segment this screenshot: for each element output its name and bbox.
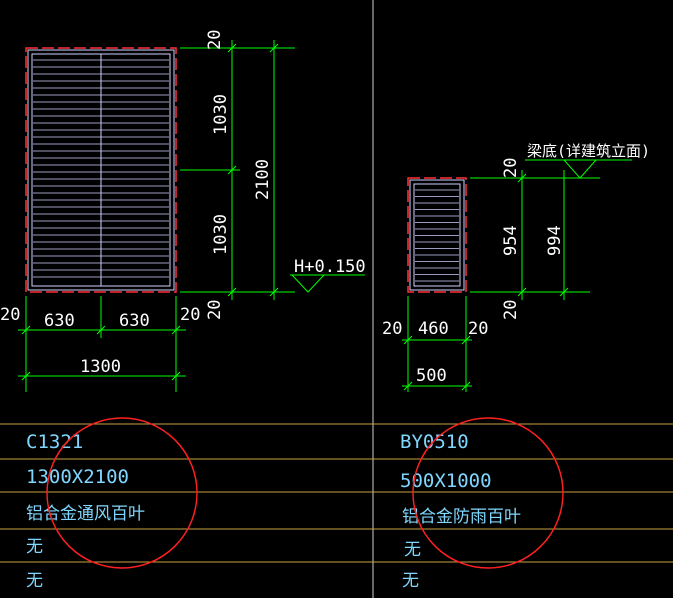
beam-bottom-note: 梁底(详建筑立面) <box>527 142 650 160</box>
left-window-material: 铝合金通风百叶 <box>26 504 145 524</box>
right-dim-top-gap: 20 <box>501 158 521 178</box>
left-window-size: 1300X2100 <box>26 466 129 488</box>
right-window-row5: 无 <box>402 571 419 591</box>
left-window-elevation <box>25 47 177 293</box>
right-dim-total-height: 994 <box>545 225 565 256</box>
left-dim-top-gap: 20 <box>205 30 225 50</box>
schedule-table-lines <box>0 423 673 563</box>
right-dim-bottom-gap: 20 <box>501 300 521 320</box>
left-window-row4: 无 <box>26 537 43 557</box>
left-window-outer-frame <box>27 49 175 291</box>
right-window-code: BY0510 <box>400 431 469 453</box>
left-horizontal-dimensions <box>18 296 186 392</box>
right-window-outer-frame <box>409 179 465 291</box>
left-dim-bottom-gap: 20 <box>205 300 225 320</box>
right-window-elevation <box>407 177 467 293</box>
left-window-row5: 无 <box>26 571 43 591</box>
right-window-louvers <box>415 189 459 282</box>
right-window-inner-frame <box>413 183 461 287</box>
left-window-code: C1321 <box>26 431 83 453</box>
left-dim-total-width: 1300 <box>80 357 121 377</box>
left-vertical-dimensions <box>180 40 295 300</box>
right-dim-total-width: 500 <box>416 366 447 386</box>
left-dim-total-height: 2100 <box>253 159 273 200</box>
right-window-frame-outline <box>407 177 467 293</box>
left-window-louvers <box>33 59 169 278</box>
elevation-label: H+0.150 <box>294 257 366 277</box>
right-window-material: 铝合金防雨百叶 <box>402 507 521 527</box>
annotation-circle-left <box>46 417 198 569</box>
right-window-size: 500X1000 <box>400 470 492 492</box>
right-window-row4: 无 <box>404 540 421 560</box>
right-dim-panel: 460 <box>418 319 449 339</box>
right-vertical-dimensions <box>470 170 600 300</box>
right-horizontal-dimensions <box>402 296 472 392</box>
left-dim-upper-height: 1030 <box>211 94 231 135</box>
left-window-frame-outline <box>25 47 177 293</box>
right-dim-side-left: 20 <box>382 319 402 339</box>
left-dim-panel-left: 630 <box>44 311 75 331</box>
elevation-marker <box>290 274 365 293</box>
left-dim-lower-height: 1030 <box>211 214 231 255</box>
left-dim-side-left: 20 <box>0 305 20 325</box>
left-dim-panel-right: 630 <box>119 311 150 331</box>
annotation-circle-right <box>412 417 564 569</box>
left-dim-side-right: 20 <box>180 305 200 325</box>
right-dim-side-right: 20 <box>468 319 488 339</box>
beam-bottom-marker <box>525 159 632 179</box>
right-dim-height: 954 <box>501 225 521 256</box>
